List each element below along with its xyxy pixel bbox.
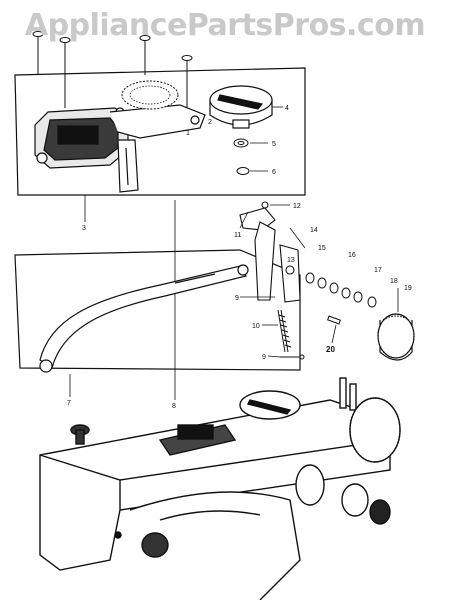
callout-4: 4 [285, 105, 289, 112]
callout-6: 6 [272, 169, 276, 176]
pin-9 [280, 354, 305, 360]
callout-14: 14 [310, 227, 318, 234]
callout-13: 13 [287, 257, 295, 264]
long-arm-lever [39, 264, 249, 373]
callout-17: 17 [374, 267, 382, 274]
top-screws [32, 31, 193, 112]
callout-labels: 1 2 3 4 5 6 7 8 9 9 10 11 12 13 14 15 16… [67, 105, 412, 410]
lower-assembly-frame [14, 249, 301, 371]
upper-assembly-frame [14, 67, 306, 196]
stitch-knob [377, 313, 415, 361]
callout-9-upper: 9 [235, 295, 239, 302]
callout-15: 15 [318, 245, 326, 252]
callout-9-lower: 9 [262, 354, 266, 361]
callout-1: 1 [186, 130, 190, 137]
screw-icon [59, 37, 71, 108]
callout-7: 7 [67, 400, 71, 407]
callout-18: 18 [390, 278, 398, 285]
washer-stack [305, 272, 377, 308]
screw-icon [139, 35, 151, 75]
pattern-cam-disc [121, 80, 179, 110]
callout-19: 19 [404, 285, 412, 292]
nut-6 [236, 167, 250, 175]
callout-16: 16 [348, 252, 356, 259]
sewing-machine-body [39, 377, 401, 600]
callout-2: 2 [208, 119, 212, 126]
callout-11: 11 [234, 232, 241, 239]
callout-3: 3 [82, 225, 86, 232]
screw-icon [181, 55, 193, 112]
callout-10: 10 [252, 323, 260, 330]
cam-stack-body [34, 104, 206, 193]
callout-20: 20 [326, 345, 335, 354]
callout-8: 8 [172, 403, 176, 410]
callout-5: 5 [272, 141, 276, 148]
spring-part [277, 309, 292, 353]
pin-20 [327, 315, 341, 325]
selector-knob [209, 85, 273, 129]
washer-5 [233, 138, 249, 148]
callout-12: 12 [293, 203, 301, 210]
bracket-assembly [239, 201, 301, 303]
screw-icon [32, 31, 44, 75]
